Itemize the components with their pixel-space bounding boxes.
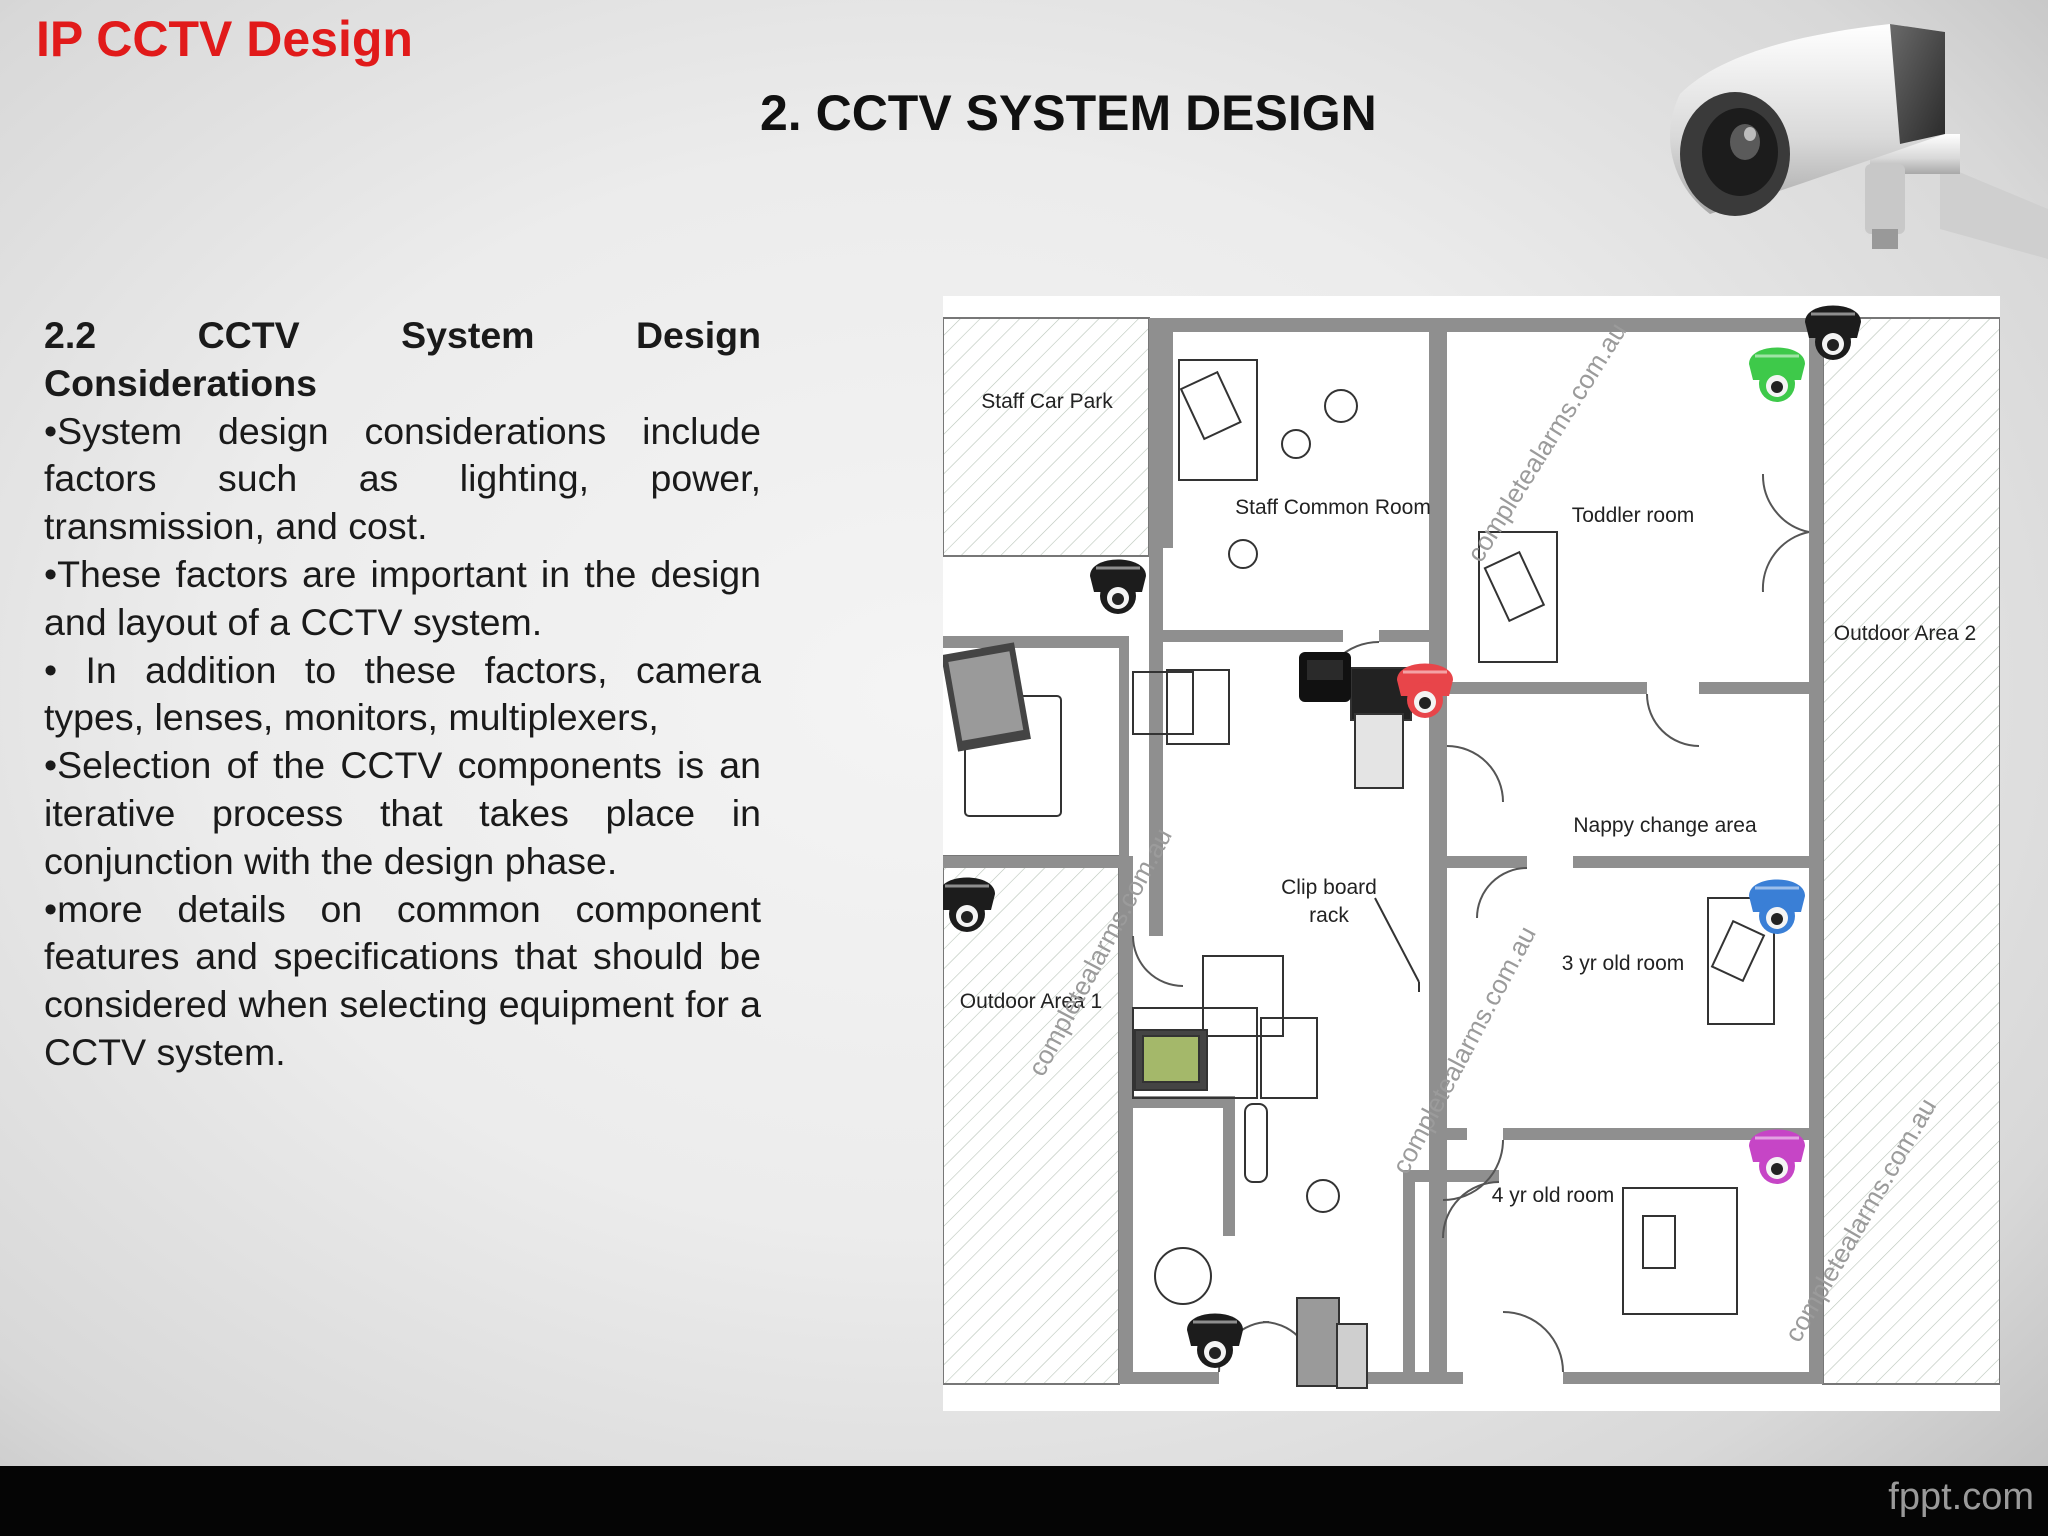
black-dome-camera-icon: [1185, 1312, 1245, 1370]
label-rack: rack: [1309, 904, 1349, 927]
blue-dome-camera-icon: [1747, 878, 1807, 936]
bullet-5: •more details on common component featur…: [44, 887, 761, 1073]
green-dome-camera-icon: [1747, 346, 1807, 404]
slide-title: 2. CCTV SYSTEM DESIGN: [760, 85, 1377, 141]
label-outdoor-area-1: Outdoor Area 1: [960, 990, 1102, 1013]
floor-plan-image: Staff Car Park Staff Common Room Toddler…: [943, 296, 2000, 1411]
section-heading: 2.2 CCTV System Design Considerations: [44, 314, 761, 404]
floor-plan-diagram: Staff Car Park Staff Common Room Toddler…: [943, 304, 2000, 1389]
footer-bar: fppt.com: [0, 1466, 2048, 1536]
alarm-keypad-icon: [1299, 652, 1351, 702]
furniture: [964, 359, 1775, 1389]
brand-title: IP CCTV Design: [36, 11, 413, 67]
label-3-yr-old-room: 3 yr old room: [1562, 952, 1685, 975]
watermark-1: completealarms.com.au: [1461, 317, 1633, 567]
watermark-3: completealarms.com.au: [1386, 921, 1542, 1179]
label-nappy-change-area: Nappy change area: [1573, 814, 1757, 837]
bullet-4: •Selection of the CCTV components is an …: [44, 744, 761, 882]
cctv-camera-icon: [1670, 24, 2048, 259]
staff-car-park-area: [943, 317, 1150, 557]
label-toddler-room: Toddler room: [1572, 504, 1695, 527]
outdoor-area-1: [943, 855, 1120, 1385]
body-text: 2.2 CCTV System Design Considerations •S…: [44, 312, 761, 1077]
label-outdoor-area-2: Outdoor Area 2: [1834, 622, 1976, 645]
purple-dome-camera-icon: [1747, 1128, 1807, 1186]
bullet-1: •System design considerations include fa…: [44, 409, 761, 548]
label-staff-common-room: Staff Common Room: [1235, 496, 1431, 519]
walls: [943, 318, 1823, 1384]
bullet-2: •These factors are important in the desi…: [44, 552, 761, 643]
monitor-icon: [943, 642, 1031, 752]
footer-watermark: fppt.com: [1888, 1476, 2034, 1518]
black-dome-camera-icon: [1088, 558, 1148, 616]
label-clip-board: Clip board: [1281, 876, 1377, 899]
label-4-yr-old-room: 4 yr old room: [1492, 1184, 1615, 1207]
label-staff-car-park: Staff Car Park: [981, 390, 1113, 413]
bullet-3: • In addition to these factors, camera t…: [44, 648, 761, 739]
